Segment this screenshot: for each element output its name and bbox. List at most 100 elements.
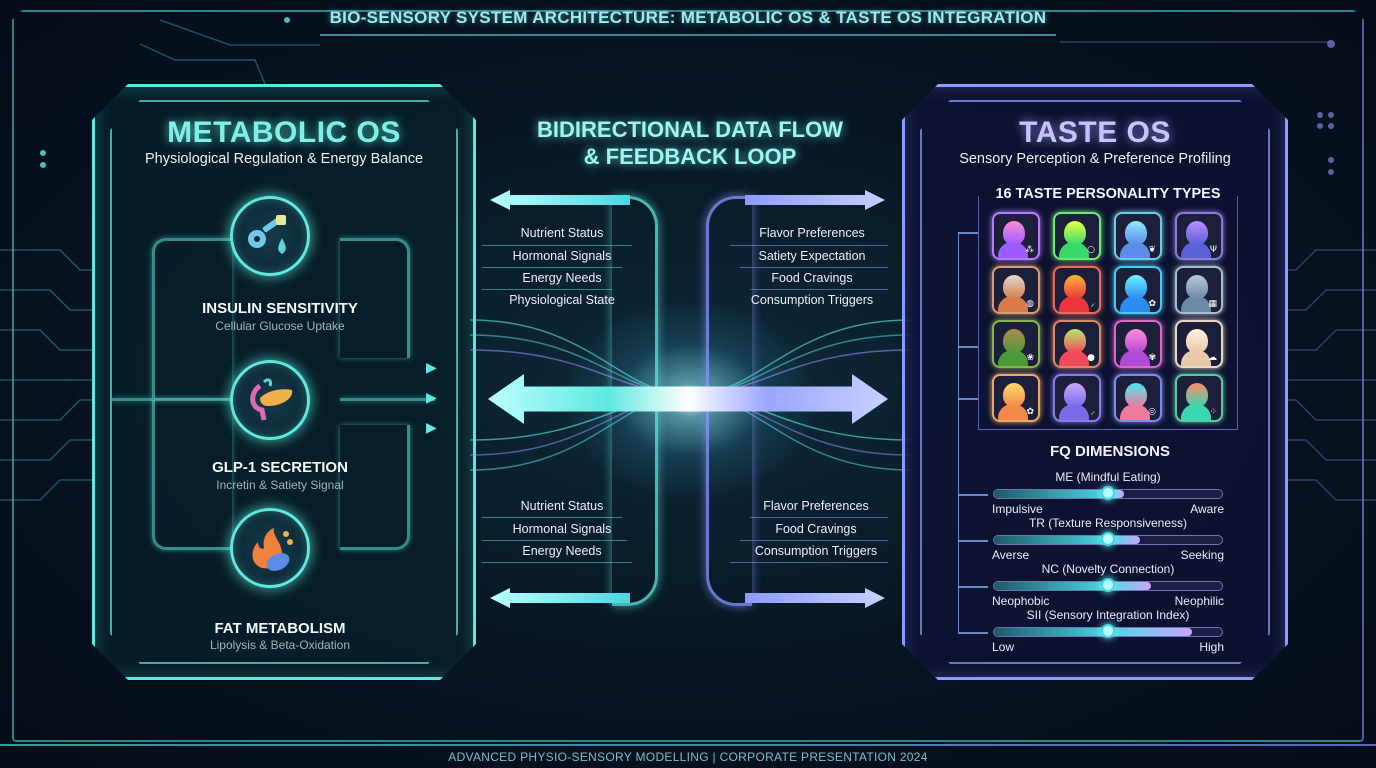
silhouette-body [1120,350,1150,366]
fq-slider-knob[interactable] [1101,486,1115,500]
page-title: BIO-SENSORY SYSTEM ARCHITECTURE: METABOL… [329,8,1047,27]
signal-label: Nutrient Status [520,226,604,240]
fq-slider[interactable] [993,578,1223,592]
signal-line [740,267,888,268]
taste-personality-tile[interactable]: ◍ [992,266,1040,314]
head-silhouette-icon [1003,221,1025,245]
silhouette-body [1181,242,1211,258]
center-title: BIDIRECTIONAL DATA FLOW & FEEDBACK LOOP [480,116,900,170]
signal-label: Energy Needs [522,544,602,558]
taste-personality-tile[interactable]: ✿ [1114,266,1162,314]
metabolic-os-subtitle: Physiological Regulation & Energy Balanc… [144,151,424,167]
silhouette-body [1120,404,1150,420]
taste-os-title: TASTE OS [1019,116,1171,149]
taste-glyph-icon: ✿ [1026,407,1034,417]
silhouette-body [1120,296,1150,312]
center-title-line2: & FEEDBACK LOOP [583,144,797,169]
signal-label: Energy Needs [522,271,602,285]
node-title: GLP-1 SECRETION [212,459,348,476]
taste-personality-tile[interactable]: ◎ [1114,374,1162,422]
silhouette-body [998,296,1028,312]
branch-connector [958,232,959,632]
taste-personality-tile[interactable]: ❀ [992,320,1040,368]
silhouette-body [1181,350,1211,366]
taste-glyph-icon: ⸝ [1090,299,1095,309]
silhouette-body [998,242,1028,258]
node-subtitle: Incretin & Satiety Signal [216,478,344,492]
header-bar: BIO-SENSORY SYSTEM ARCHITECTURE: METABOL… [320,2,1056,36]
taste-personality-tile[interactable]: ○ [1053,212,1101,260]
taste-personality-tile[interactable]: ⁘ [1175,374,1223,422]
taste-glyph-icon: ❀ [1026,353,1034,363]
node-title: FAT METABOLISM [214,620,346,637]
flame-mitochondria-icon [252,528,293,571]
branch-connector [958,232,978,234]
taste-personality-tile[interactable]: ⁂ [992,212,1040,260]
fq-low-label: Neophobic [992,594,1050,608]
fq-dimension-label: NC (Novelty Connection) [1041,562,1175,576]
node-title: INSULIN SENSITIVITY [202,300,358,317]
taste-personality-tile[interactable]: ☁ [1175,320,1223,368]
head-silhouette-icon [1186,221,1208,245]
silhouette-body [1059,350,1089,366]
taste-glyph-icon: ⁂ [1025,245,1034,255]
head-silhouette-icon [1125,221,1147,245]
taste-glyph-icon: Ψ [1209,245,1217,255]
personality-types-title: 16 TASTE PERSONALITY TYPES [995,186,1221,202]
fq-slider-knob[interactable] [1101,578,1115,592]
fq-low-label: Averse [992,548,1030,562]
head-silhouette-icon [1186,383,1208,407]
signal-line [482,267,622,268]
fq-slider[interactable] [993,486,1223,500]
taste-glyph-icon: ❦ [1148,245,1156,255]
head-silhouette-icon [1003,329,1025,353]
head-silhouette-icon [1186,329,1208,353]
signal-line [730,562,888,563]
silhouette-body [998,350,1028,366]
arrow-right-icon: ▶ [426,420,437,436]
taste-personality-tile[interactable]: ❦ [1114,212,1162,260]
glp1-secretion-node[interactable] [230,360,310,440]
taste-personality-tile[interactable]: ⸝ [1053,374,1101,422]
node-subtitle: Cellular Glucose Uptake [215,319,345,333]
signal-line [750,289,888,290]
taste-personality-tile[interactable]: ▦ [1175,266,1223,314]
silhouette-body [1181,296,1211,312]
taste-glyph-icon: ⁘ [1209,407,1217,417]
arrow-right-icon: ▶ [426,390,437,406]
fq-high-label: High [1199,640,1224,654]
insulin-sensitivity-node[interactable] [230,196,310,276]
head-silhouette-icon [1125,329,1147,353]
fq-slider-fill [994,628,1193,636]
taste-personality-tile[interactable]: Ψ [1175,212,1223,260]
taste-personality-tile[interactable]: ● [1053,320,1101,368]
fq-slider-fill [994,536,1140,544]
head-silhouette-icon [1186,275,1208,299]
signal-label: Consumption Triggers [754,544,878,558]
fq-slider-fill [994,490,1124,498]
signal-line [730,245,888,246]
fq-dimension-label: SII (Sensory Integration Index) [1026,608,1190,622]
feedback-loop-line [152,238,232,398]
pancreas-icon [250,378,293,421]
taste-glyph-icon: ☁ [1208,353,1217,363]
personality-types-grid: ⁂ ○ ❦ Ψ ◍ ⸝ ✿ ▦ ❀ ● ✾ ☁ ✿ ⸝ ◎ ⁘ [992,212,1224,422]
fq-slider-knob[interactable] [1101,624,1115,638]
fat-metabolism-node[interactable] [230,508,310,588]
branch-connector [958,346,978,348]
fq-slider-fill [994,582,1152,590]
silhouette-body [1120,242,1150,258]
fq-slider[interactable] [993,532,1223,546]
metabolic-os-title: METABOLIC OS [167,116,401,149]
footer-divider [0,744,1376,746]
head-silhouette-icon [1003,383,1025,407]
head-silhouette-icon [1125,275,1147,299]
taste-personality-tile[interactable]: ⸝ [1053,266,1101,314]
taste-personality-tile[interactable]: ✿ [992,374,1040,422]
branch-connector [958,398,978,400]
fq-slider-knob[interactable] [1101,532,1115,546]
fq-slider[interactable] [993,624,1223,638]
signal-label: Hormonal Signals [512,249,612,263]
taste-personality-tile[interactable]: ✾ [1114,320,1162,368]
